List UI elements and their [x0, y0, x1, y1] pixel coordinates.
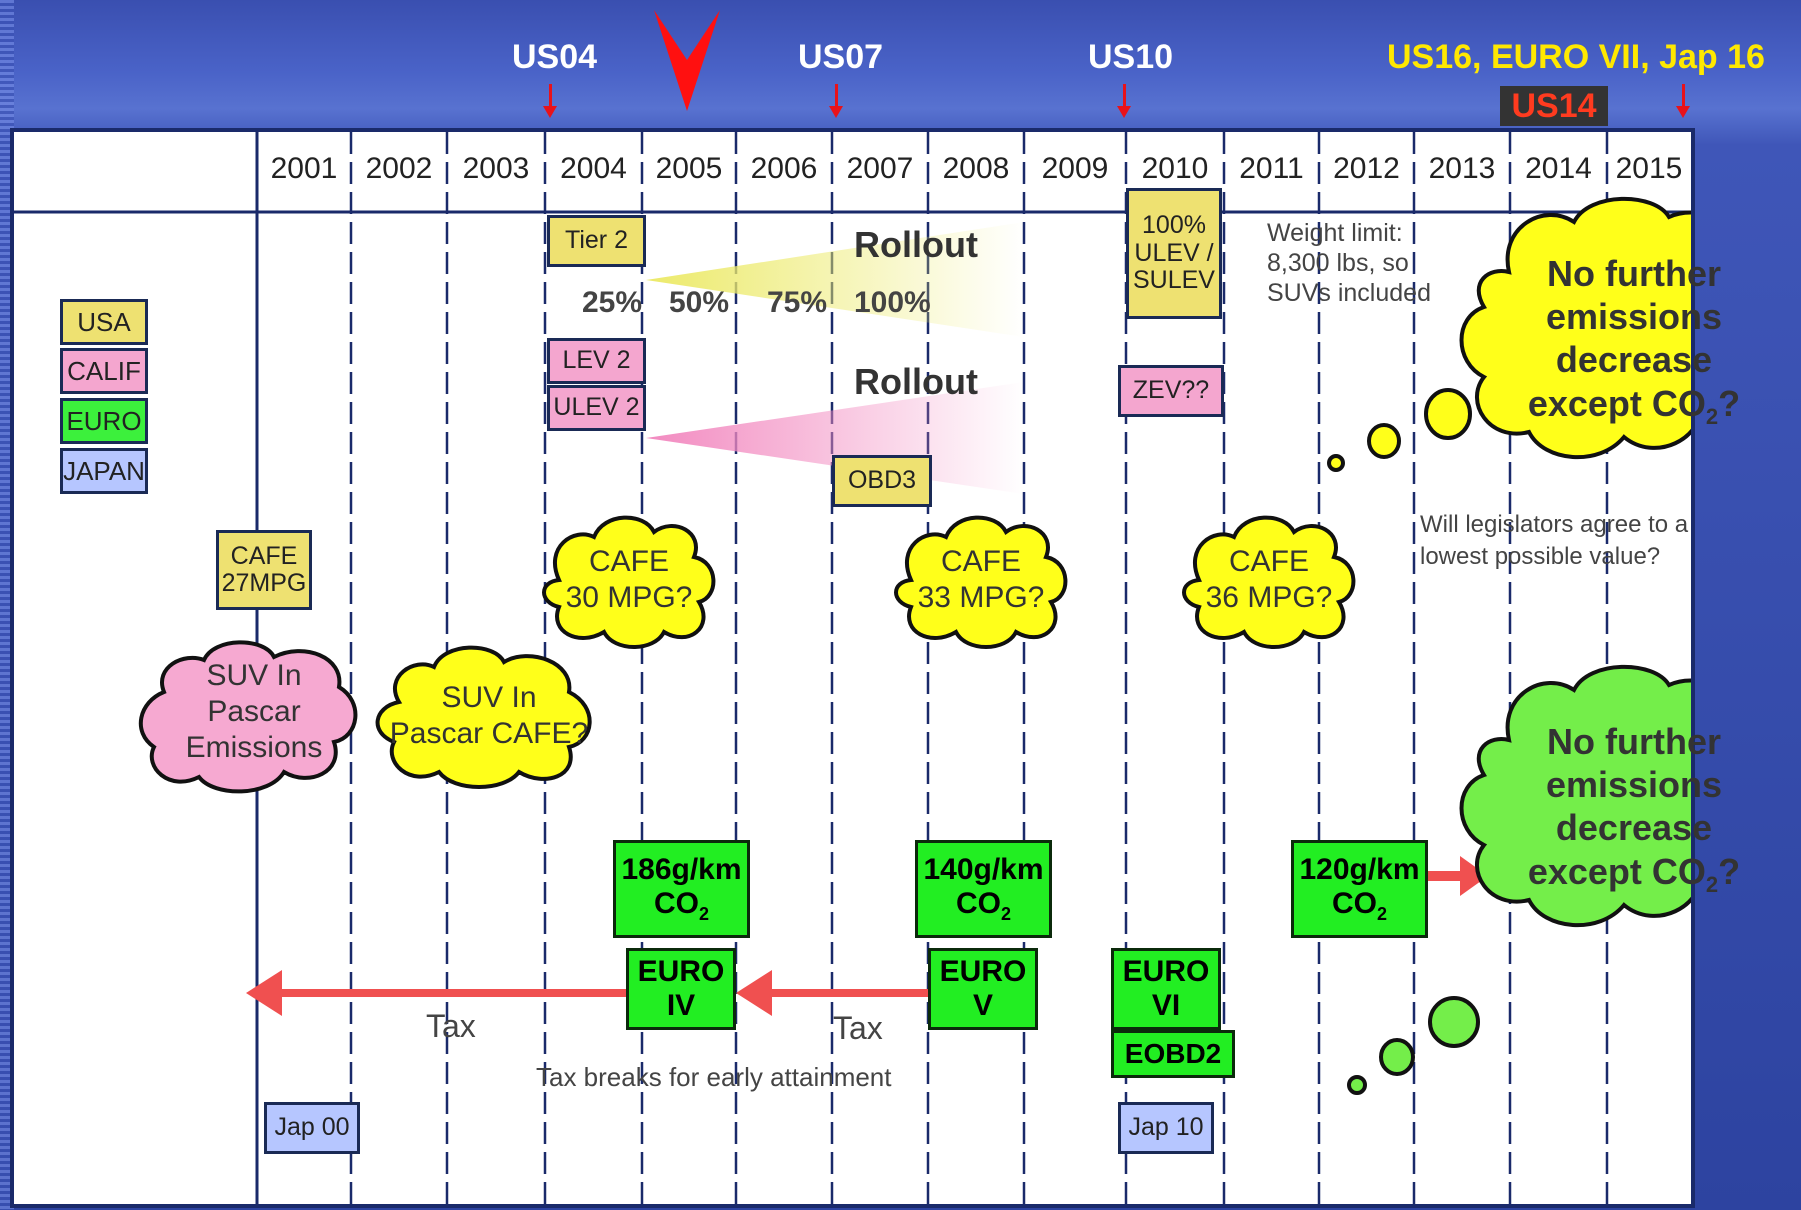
tax-label-left: Tax — [426, 1008, 476, 1044]
legend-calif: CALIF — [60, 348, 148, 394]
percent-25: 25% — [582, 286, 643, 319]
lev2-box: LEV 2 — [547, 338, 646, 384]
year-label: 2001 — [270, 152, 338, 185]
percent-50: 50% — [669, 286, 730, 319]
thought-bubble-g2 — [1379, 1038, 1415, 1076]
year-label: 2008 — [942, 152, 1010, 185]
thought-bubble-g3 — [1347, 1075, 1367, 1095]
cloud-cafe-33 — [894, 515, 1068, 649]
legend-usa: USA — [60, 299, 148, 345]
cafe-27-line-2: 27MPG — [221, 569, 307, 597]
cloud-no-further-yellow — [1459, 196, 1691, 459]
cloud-no-further-green — [1459, 664, 1691, 927]
year-label: 2006 — [750, 152, 818, 185]
cafe-27-line-1: CAFE — [230, 541, 298, 570]
ulev-sulev-box: 100% ULEV / SULEV — [1126, 188, 1222, 319]
legend-euro: EURO — [60, 398, 148, 444]
cloud-cafe-30 — [542, 515, 716, 649]
tier2-rollout-wedge — [646, 222, 1024, 337]
year-label: 2005 — [655, 152, 723, 185]
thought-bubble-y1 — [1424, 388, 1472, 440]
year-label: 2003 — [462, 152, 530, 185]
thought-bubble-g1 — [1428, 996, 1480, 1048]
year-label: 2012 — [1333, 152, 1400, 185]
year-label: 2004 — [560, 152, 627, 185]
year-label: 2010 — [1141, 152, 1209, 185]
ulev-line-1: 100% — [1142, 211, 1206, 240]
year-label: 2007 — [846, 152, 914, 185]
current-year-marker-icon — [654, 10, 720, 111]
lev2-rollout-label: Rollout — [854, 361, 978, 402]
cafe-27-box: CAFE 27MPG — [216, 530, 312, 610]
thought-bubble-y2 — [1367, 423, 1401, 459]
legend-japan: JAPAN — [60, 448, 148, 494]
jap10-box: Jap 10 — [1118, 1102, 1214, 1154]
timeline-panel: 2001 2002 2003 2004 2005 2006 2007 2008 2009 2010… — [10, 128, 1740, 1208]
tier2-rollout-label: Rollout — [854, 224, 978, 265]
label-us16: US16, EURO VII, Jap 16 — [1387, 38, 1765, 76]
tax-arrow-middle — [736, 970, 938, 1016]
label-us10: US10 — [1088, 38, 1174, 76]
ulev-line-2: ULEV / — [1134, 238, 1214, 267]
year-label: 2011 — [1239, 152, 1304, 185]
arrow-to-green-cloud — [1428, 856, 1488, 896]
tax-breaks-note: Tax breaks for early attainment — [536, 1062, 892, 1092]
ulev2-box: ULEV 2 — [547, 385, 646, 431]
label-us07: US07 — [798, 38, 884, 76]
ulev-line-3: SULEV — [1133, 266, 1215, 295]
tier2-box: Tier 2 — [547, 215, 646, 267]
thought-bubble-y3 — [1327, 454, 1345, 472]
tax-arrow-left — [246, 970, 646, 1016]
eobd2-box: EOBD2 — [1111, 1030, 1235, 1078]
label-us14: US14 — [1500, 86, 1608, 126]
zev-box: ZEV?? — [1118, 365, 1224, 417]
year-label: 2013 — [1428, 152, 1496, 185]
year-label: 2002 — [365, 152, 433, 185]
cloud-suv-emissions — [138, 640, 358, 794]
year-label: 2015 — [1615, 152, 1683, 185]
year-label: 2009 — [1041, 152, 1109, 185]
jap00-box: Jap 00 — [264, 1102, 360, 1154]
tax-label-middle: Tax — [833, 1010, 883, 1046]
cloud-cafe-36 — [1182, 515, 1356, 649]
label-us04: US04 — [512, 38, 598, 76]
obd3-box: OBD3 — [832, 455, 932, 507]
percent-100: 100% — [854, 286, 931, 319]
percent-75: 75% — [767, 286, 828, 319]
year-label: 2014 — [1525, 152, 1592, 185]
clouds-layer — [138, 196, 1691, 1095]
cloud-suv-cafe — [375, 645, 592, 789]
